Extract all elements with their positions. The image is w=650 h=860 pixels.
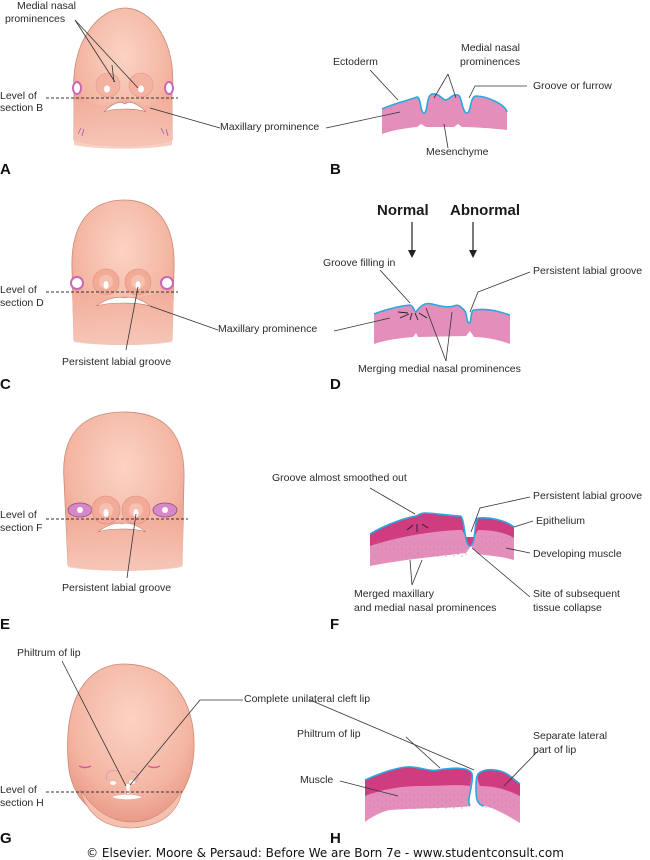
label-level-h-2: section H — [0, 797, 44, 809]
label-medial-nasal-a-2: prominences — [5, 13, 66, 25]
panel-letter-e: E — [0, 616, 11, 633]
label-separate-2: part of lip — [533, 744, 577, 756]
panel-c-embryo-face — [70, 199, 175, 345]
closed-eye-icon — [147, 765, 161, 769]
label-maxillary-a: Maxillary prominence — [220, 121, 320, 133]
label-groove-furrow: Groove or furrow — [533, 80, 612, 92]
label-separate-1: Separate lateral — [533, 730, 608, 742]
label-site-1: Site of subsequent — [533, 588, 620, 600]
label-merging: Merging medial nasal prominences — [358, 363, 521, 375]
eye-icon — [72, 81, 82, 95]
panel-a-embryo-face — [72, 7, 174, 149]
label-medial-nasal-a-1: Medial nasal — [17, 0, 76, 12]
label-level-f-1: Level of — [0, 509, 37, 521]
panel-letter-h: H — [330, 830, 341, 847]
label-level-h-1: Level of — [0, 784, 37, 796]
label-merged-1: Merged maxillary — [354, 588, 434, 600]
label-muscle: Muscle — [300, 774, 334, 786]
label-persistent-e: Persistent labial groove — [62, 582, 172, 594]
label-philtrum-g: Philtrum of lip — [17, 647, 81, 659]
panel-g-fetal-face — [67, 663, 195, 829]
label-developing-muscle: Developing muscle — [533, 548, 622, 560]
arrow-down-icon — [408, 250, 416, 258]
label-maxillary-c: Maxillary prominence — [218, 323, 318, 335]
label-epithelium: Epithelium — [536, 515, 586, 527]
label-site-2: tissue collapse — [533, 602, 602, 614]
smoothing-arrows-icon — [406, 523, 429, 532]
direction-arrows — [408, 250, 477, 258]
label-merged-2: and medial nasal prominences — [354, 602, 497, 614]
panel-letter-d: D — [330, 376, 341, 393]
panel-h-cross-section — [364, 766, 521, 823]
panel-letter-a: A — [0, 161, 11, 178]
label-level-d-2: section D — [0, 297, 44, 309]
heading-normal: Normal — [377, 202, 429, 219]
heading-abnormal: Abnormal — [450, 202, 521, 219]
arrow-down-icon — [469, 250, 477, 258]
epithelium-layer — [369, 512, 515, 547]
eye-icon — [160, 276, 174, 290]
label-groove-filling: Groove filling in — [323, 257, 396, 269]
ectoderm-layer — [373, 302, 511, 324]
panel-letter-b: B — [330, 161, 341, 178]
label-mesenchyme: Mesenchyme — [426, 146, 489, 158]
label-persistent-d: Persistent labial groove — [533, 265, 643, 277]
closed-eye-icon — [78, 765, 92, 769]
copyright-credit: © Elsevier. Moore & Persaud: Before We a… — [86, 846, 564, 860]
section-level-lines — [46, 97, 188, 793]
label-persistent-c: Persistent labial groove — [62, 356, 172, 368]
panel-letter-c: C — [0, 376, 11, 393]
epithelium-layer — [475, 768, 521, 807]
panel-b-cross-section — [381, 93, 508, 134]
label-ectoderm: Ectoderm — [333, 56, 378, 68]
epithelium-layer — [364, 766, 474, 807]
label-persistent-f: Persistent labial groove — [533, 490, 643, 502]
label-level-b-2: section B — [0, 102, 44, 114]
ectoderm-layer — [381, 93, 508, 114]
panel-f-cross-section — [369, 512, 515, 566]
filling-arrows-icon — [397, 311, 428, 321]
panel-letter-g: G — [0, 830, 12, 847]
panel-letter-f: F — [330, 616, 340, 633]
eye-icon — [164, 81, 174, 95]
label-level-b-1: Level of — [0, 90, 37, 102]
label-medial-nasal-b-2: prominences — [460, 56, 521, 68]
panel-d-cross-section — [373, 302, 511, 344]
label-level-d-1: Level of — [0, 284, 37, 296]
panel-e-embryo-face — [63, 411, 185, 571]
label-level-f-2: section F — [0, 522, 43, 534]
label-smoothed: Groove almost smoothed out — [272, 472, 407, 484]
leader-lines — [61, 19, 538, 797]
label-medial-nasal-b-1: Medial nasal — [461, 42, 520, 54]
label-philtrum-h: Philtrum of lip — [297, 728, 361, 740]
label-complete-cleft: Complete unilateral cleft lip — [244, 693, 371, 705]
eye-icon — [70, 276, 84, 290]
